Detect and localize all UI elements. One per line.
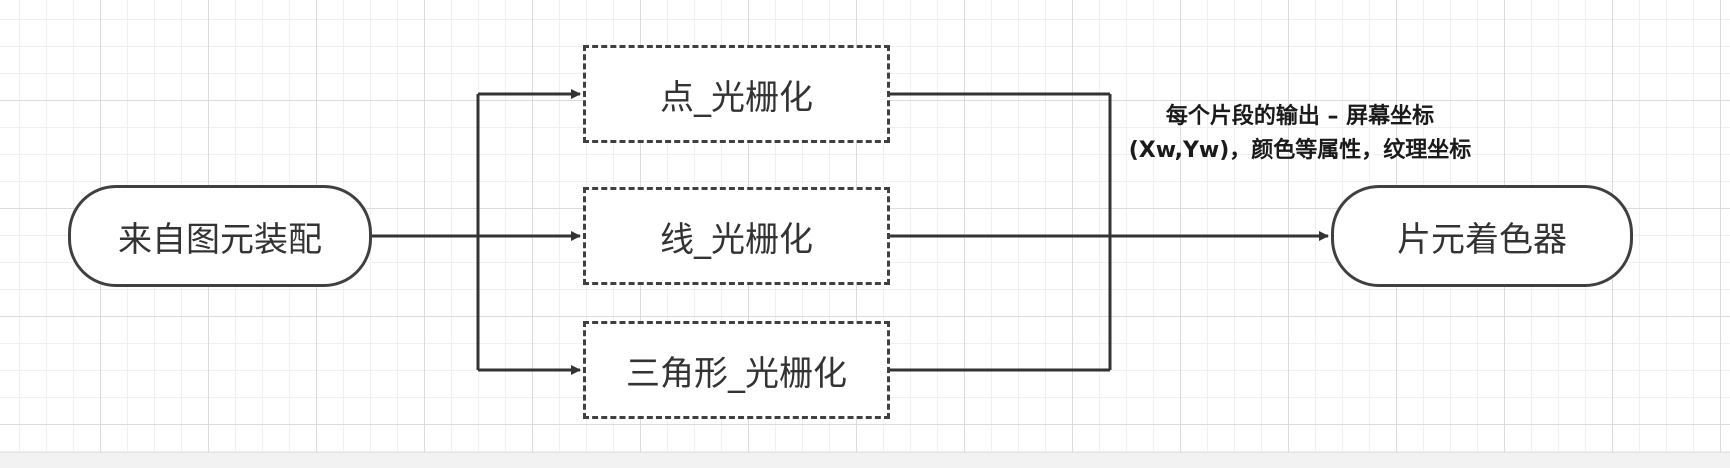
source-node[interactable]: 来自图元装配 [68,185,372,287]
target-node[interactable]: 片元着色器 [1331,185,1633,287]
target-node-label: 片元着色器 [1397,219,1567,260]
output-annotation: 每个片段的输出 – 屏幕坐标 (Xw,Yw)，颜色等属性，纹理坐标 [1110,100,1490,168]
annotation-line-1: 每个片段的输出 – 屏幕坐标 [1165,104,1435,129]
line-rasterization-node[interactable]: 线_光栅化 [583,187,890,285]
annotation-line-2: (Xw,Yw)，颜色等属性，纹理坐标 [1128,138,1472,163]
source-node-label: 来自图元装配 [118,219,322,260]
point-rasterization-node[interactable]: 点_光栅化 [583,45,890,143]
triangle-rasterization-label: 三角形_光栅化 [626,353,847,394]
point-rasterization-label: 点_光栅化 [660,77,813,118]
line-rasterization-label: 线_光栅化 [660,219,813,260]
bottom-scroll-strip [0,452,1730,468]
triangle-rasterization-node[interactable]: 三角形_光栅化 [583,321,890,419]
